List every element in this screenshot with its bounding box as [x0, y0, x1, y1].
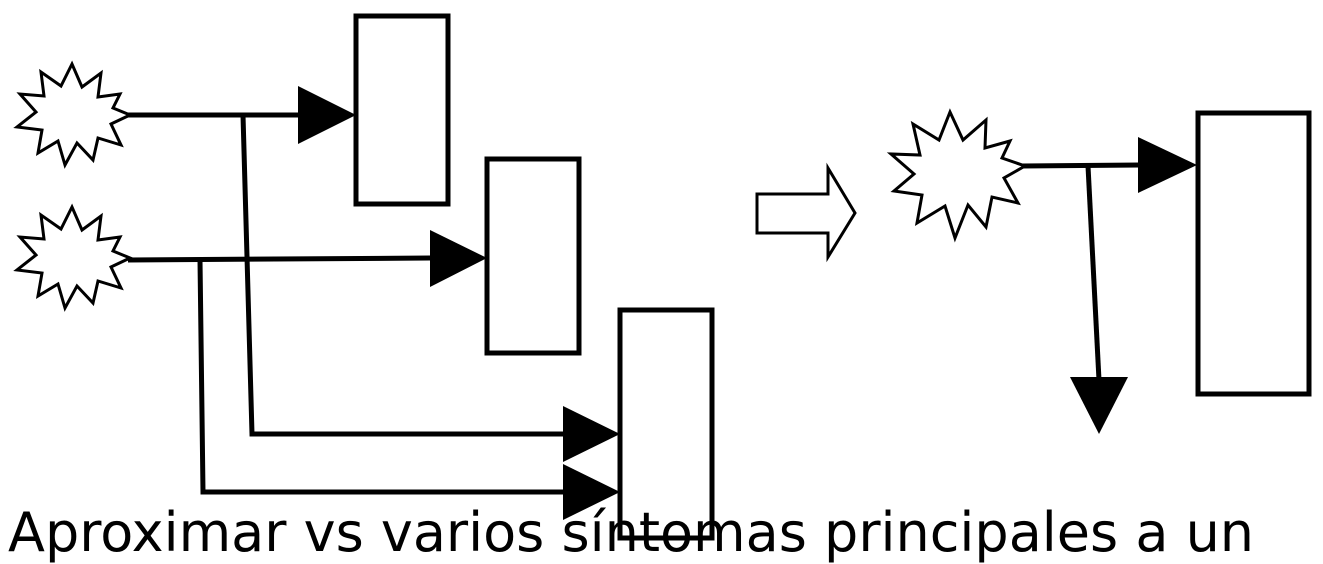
arrowhead-box1	[298, 86, 356, 144]
transition-arrow-icon	[755, 162, 857, 263]
arrowhead-box3-lower	[563, 464, 620, 520]
symptom-burst-main	[886, 108, 1029, 243]
symptom-consolidation-diagram	[13, 13, 1312, 541]
symptom-burst-2	[13, 203, 134, 312]
connector-burst2-to-box2	[127, 255, 431, 263]
symptom-burst-1	[13, 60, 134, 169]
target-box-2	[484, 156, 582, 356]
target-box-1	[353, 13, 451, 207]
connector-burst1-to-box3	[240, 114, 565, 437]
connector-main-to-box	[1021, 162, 1141, 169]
arrowhead-main-box	[1138, 137, 1197, 193]
arrowhead-box3-upper	[563, 406, 620, 462]
connector-burst2-to-box3	[197, 259, 565, 495]
arrowhead-main-down	[1070, 377, 1128, 434]
target-box-3	[617, 307, 715, 541]
connector-main-down	[1085, 165, 1102, 381]
right-panel	[886, 108, 1312, 434]
target-box-main	[1195, 110, 1312, 397]
diagram-caption: Aproximar vs varios síntomas principales…	[8, 501, 1255, 564]
arrowhead-box2	[430, 230, 487, 287]
left-panel	[13, 13, 715, 541]
